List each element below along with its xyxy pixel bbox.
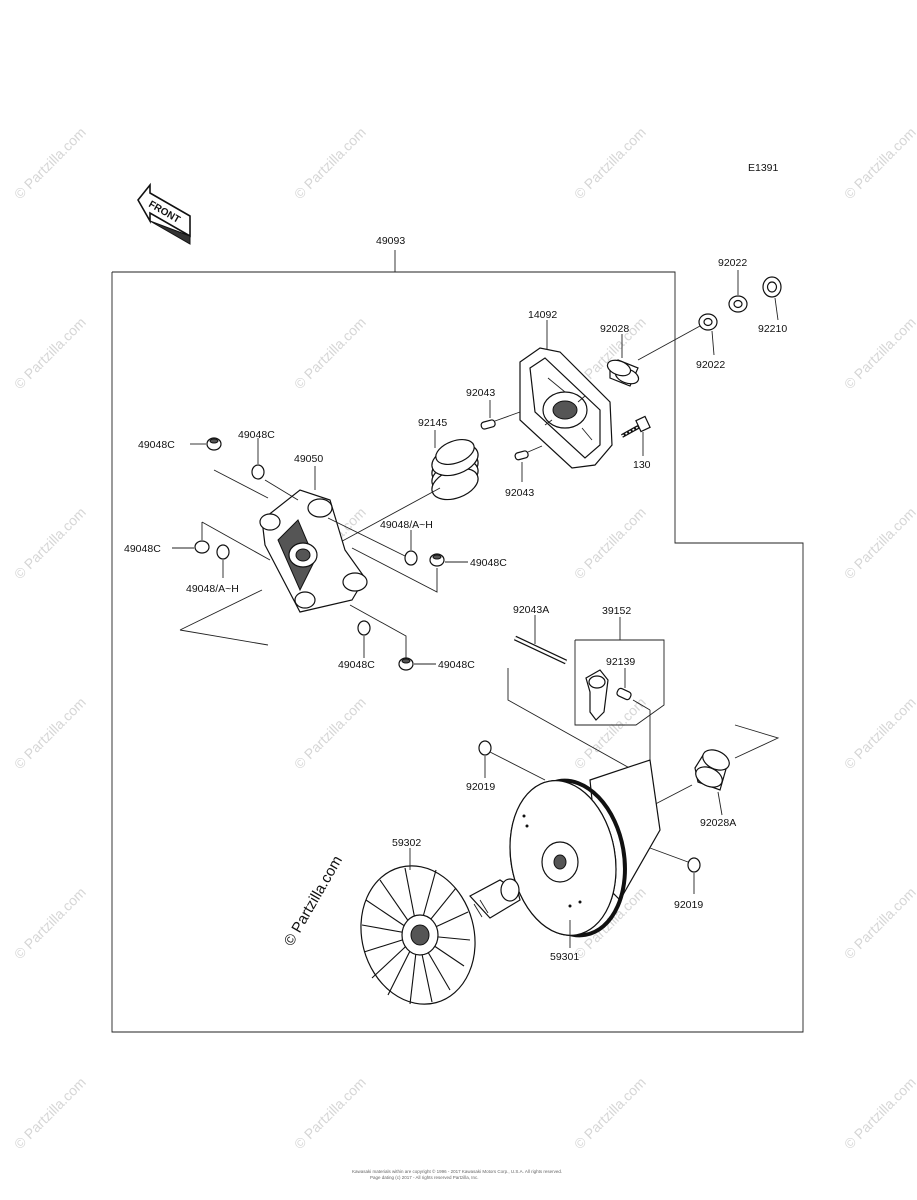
footer-copyright-line1: Kawasaki materials within are copyright … [352,1168,562,1174]
guide-49048AH-1[interactable] [404,550,418,566]
watermark-text: © Partzilla.com [11,314,89,392]
part-label-92145[interactable]: 92145 [418,417,447,429]
nut-92019-left[interactable] [478,740,492,756]
part-label-39152[interactable]: 39152 [602,605,631,617]
part-label-49048C-3[interactable]: 49048C [124,543,161,555]
part-label-49048C-1[interactable]: 49048C [138,439,175,451]
washer-92022-upper[interactable] [728,295,748,313]
watermark-text: © Partzilla.com [11,504,89,582]
watermark-grid: © Partzilla.com © Partzilla.com © Partzi… [11,124,917,1152]
part-label-92028[interactable]: 92028 [600,323,629,335]
part-label-92022-lower[interactable]: 92022 [696,359,725,371]
front-arrow-icon: FRONT [137,182,191,245]
partzilla-watermark: © Partzilla.com [281,853,346,949]
watermark-text: © Partzilla.com [291,314,369,392]
part-label-92043-lower[interactable]: 92043 [505,487,534,499]
watermark-text: © Partzilla.com [571,504,649,582]
part-label-92210[interactable]: 92210 [758,323,787,335]
part-label-49048AH-1[interactable]: 49048/A~H [380,519,433,531]
guide-49048AH-2[interactable] [216,544,230,560]
weight-39152[interactable] [585,669,609,721]
watermark-text: © Partzilla.com [11,884,89,962]
bolt-130[interactable] [621,415,651,438]
movable-sheave-59301[interactable] [498,759,661,944]
watermark-text: © Partzilla.com [291,694,369,772]
part-label-130[interactable]: 130 [633,459,651,471]
watermark-text: © Partzilla.com [11,694,89,772]
watermark-text: © Partzilla.com [11,124,89,202]
roller-49048C-5[interactable] [357,620,371,636]
part-label-49048C-6[interactable]: 49048C [438,659,475,671]
part-label-59302[interactable]: 59302 [392,837,421,849]
part-label-92139[interactable]: 92139 [606,656,635,668]
spider-49050[interactable] [259,489,368,613]
diagram-code: E1391 [748,162,779,174]
watermark-text: © Partzilla.com [571,124,649,202]
cover-14092[interactable] [519,347,613,469]
roller-49048C-1[interactable] [206,437,222,451]
watermark-text: © Partzilla.com [291,124,369,202]
watermark-text: © Partzilla.com [841,1074,917,1152]
pin-92043-lower[interactable] [514,450,529,461]
part-label-49048C-5[interactable]: 49048C [338,659,375,671]
part-label-49050[interactable]: 49050 [294,453,323,465]
bushing-92028A[interactable] [693,746,733,791]
shaft-92043A[interactable] [513,635,568,665]
watermark-text: © Partzilla.com [841,504,917,582]
watermark-text: © Partzilla.com [571,694,649,772]
nut-92210[interactable] [762,276,782,298]
roller-49048C-4[interactable] [429,553,445,567]
watermark-text: © Partzilla.com [291,1074,369,1152]
nut-92019-right[interactable] [687,857,701,873]
part-label-92019-right[interactable]: 92019 [674,899,703,911]
part-label-14092[interactable]: 14092 [528,309,557,321]
fixed-sheave-59302[interactable] [346,853,521,1017]
watermark-text: © Partzilla.com [11,1074,89,1152]
bushing-92028[interactable] [605,357,640,387]
part-label-59301[interactable]: 59301 [550,951,579,963]
pin-92043-upper[interactable] [480,419,496,430]
assembly-frame [111,250,804,1033]
watermark-text: © Partzilla.com [841,884,917,962]
part-label-92019-left[interactable]: 92019 [466,781,495,793]
part-label-49048C-4[interactable]: 49048C [470,557,507,569]
footer-copyright-line2: Page dating (c) 2017 - All rights reserv… [370,1175,479,1180]
watermark-text: © Partzilla.com [841,694,917,772]
part-label-49048C-2[interactable]: 49048C [238,429,275,441]
watermark-text: © Partzilla.com [571,1074,649,1152]
spring-92145[interactable] [428,435,483,506]
part-label-92043A[interactable]: 92043A [513,604,549,616]
pin-92139[interactable] [616,687,632,701]
washer-92022-lower[interactable] [698,313,718,331]
watermark-text: © Partzilla.com [841,124,917,202]
roller-49048C-6[interactable] [398,657,414,671]
watermark-text: © Partzilla.com [841,314,917,392]
part-label-49093[interactable]: 49093 [376,235,405,247]
part-label-49048AH-2[interactable]: 49048/A~H [186,583,239,595]
roller-49048C-3[interactable] [194,540,210,554]
roller-49048C-2[interactable] [251,464,265,480]
part-label-92028A[interactable]: 92028A [700,817,736,829]
part-label-92043-upper[interactable]: 92043 [466,387,495,399]
part-label-92022-upper[interactable]: 92022 [718,257,747,269]
